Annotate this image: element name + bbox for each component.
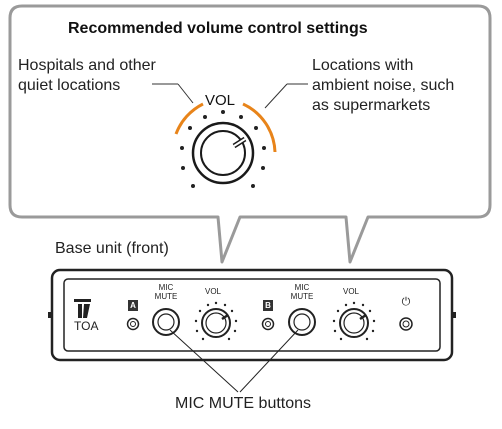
vol-knob-1-scale — [194, 301, 238, 341]
brand-name: TOA — [74, 319, 99, 333]
quiet-leader-line-2 — [177, 83, 194, 104]
big-volume-knob — [191, 121, 255, 185]
noise-range-arc — [242, 102, 277, 153]
vol-knob-2-scale — [332, 301, 376, 341]
callout-bubble — [8, 4, 492, 264]
quiet-locations-label: Hospitals and other quiet locations — [18, 57, 156, 94]
mic-mute-button-1[interactable] — [152, 308, 180, 336]
right-side-tab — [451, 312, 456, 318]
mic-mute-buttons-caption: MIC MUTE buttons — [175, 395, 312, 412]
vol-knob-2[interactable] — [339, 308, 369, 338]
vol-label-2: VOL — [342, 287, 359, 296]
base-unit-panel — [63, 278, 441, 352]
toa-logo — [74, 299, 91, 318]
base-unit-caption: Base unit (front) — [55, 240, 169, 257]
big-knob-scale — [180, 110, 266, 188]
quiet-range-arc — [174, 102, 204, 135]
left-side-tab — [48, 312, 53, 318]
mic-mute-button-2[interactable] — [288, 308, 316, 336]
mic-mute-label-2: MIC MUTE — [290, 283, 314, 301]
vol-knob-1[interactable] — [201, 308, 231, 338]
callout-title: Recommended volume control settings — [68, 20, 368, 37]
power-icon: ⏻ — [401, 296, 411, 308]
noisy-locations-label: Locations with ambient noise, such as su… — [312, 57, 455, 114]
mute-leader-2 — [239, 329, 299, 393]
noise-leader-line-2 — [264, 83, 288, 109]
big-knob-vol-label: VOL — [205, 92, 236, 109]
channel-a-badge: A — [128, 300, 138, 311]
mic-mute-label-1: MIC MUTE — [154, 283, 178, 301]
vol-label-1: VOL — [204, 287, 221, 296]
channel-b-badge: B — [263, 300, 273, 311]
mute-leader-1 — [169, 329, 239, 393]
